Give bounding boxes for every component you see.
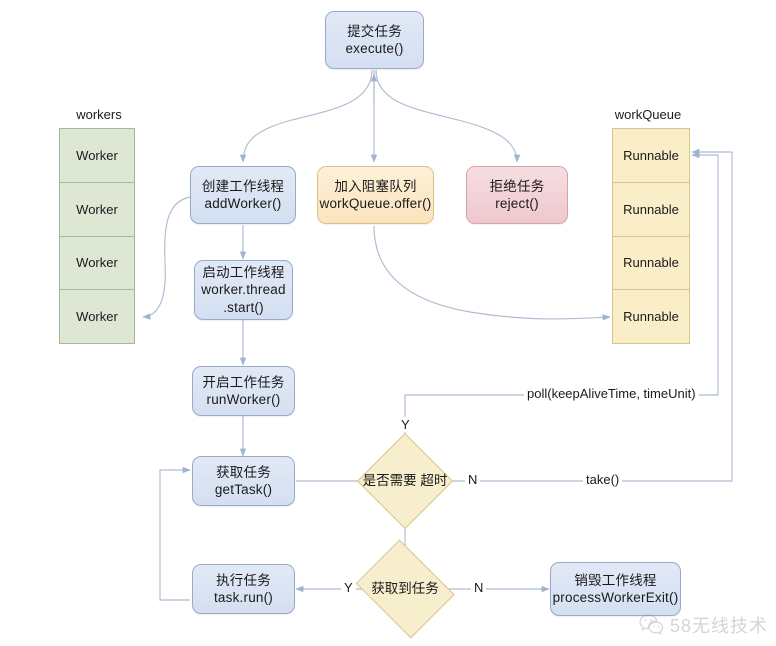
node-start-worker-thread-line2: worker.thread [201,282,286,298]
node-work-queue-offer[interactable]: 加入阻塞队列 workQueue.offer() [317,166,434,224]
node-task-run-line1: 执行任务 [216,572,271,588]
workers-cell[interactable]: Worker [60,181,134,236]
wechat-icon [639,614,665,636]
work-queue-cell[interactable]: Runnable [613,181,689,236]
node-reject-line2: reject() [495,196,539,211]
decision-need-timeout-line2: 超时 [420,473,448,489]
node-process-worker-exit-line1: 销毁工作线程 [574,572,657,588]
edge-label-poll: poll(keepAliveTime, timeUnit) [524,386,699,401]
node-add-worker-line1: 创建工作线程 [201,178,285,194]
work-queue-cell[interactable]: Runnable [613,289,689,343]
node-run-worker-line1: 开启工作任务 [202,374,285,390]
node-process-worker-exit-line2: processWorkerExit() [552,590,679,605]
decision-need-timeout-text: 是否需要 超时 [363,472,448,490]
watermark: 58无线技术 [639,612,768,638]
workers-title: workers [76,107,122,122]
workers-cell[interactable]: Worker [76,147,118,163]
edge-label-timeout-no: N [465,472,481,487]
decision-got-task[interactable]: 获取到任务 [350,539,460,639]
workers-cell[interactable]: Worker [60,235,134,290]
decision-got-task-text: 获取到任务 [371,580,439,598]
node-start-worker-thread-line3: .start() [223,299,264,315]
node-execute-line1: 提交任务 [347,23,402,39]
node-get-task-line1: 获取任务 [216,464,271,480]
edge-label-take: take() [583,472,623,487]
node-add-worker[interactable]: 创建工作线程 addWorker() [190,166,296,224]
node-get-task[interactable]: 获取任务 getTask() [192,456,295,506]
node-start-worker-thread[interactable]: 启动工作线程 worker.thread .start() [194,260,293,320]
node-start-worker-thread-line1: 启动工作线程 [202,265,285,281]
edge-label-got-task-yes: Y [341,580,356,595]
work-queue-cell[interactable]: Runnable [613,235,689,290]
node-add-worker-line2: addWorker() [204,196,282,211]
node-execute[interactable]: 提交任务 execute() [325,11,424,69]
workers-stack: Worker Worker Worker Worker [59,128,135,344]
node-process-worker-exit[interactable]: 销毁工作线程 processWorkerExit() [550,562,681,616]
work-queue-stack: Runnable Runnable Runnable Runnable [612,128,690,344]
node-execute-line2: execute() [345,41,404,56]
node-run-worker[interactable]: 开启工作任务 runWorker() [192,366,295,416]
edge-label-timeout-yes: Y [398,417,413,432]
node-task-run[interactable]: 执行任务 task.run() [192,564,295,614]
node-work-queue-offer-line1: 加入阻塞队列 [334,178,417,194]
work-queue-title: workQueue [614,107,682,122]
node-task-run-line2: task.run() [213,590,273,605]
node-reject[interactable]: 拒绝任务 reject() [466,166,568,224]
edge-label-got-task-no: N [471,580,487,595]
watermark-text: 58无线技术 [669,616,768,636]
workers-cell[interactable]: Worker [60,289,134,343]
decision-need-timeout[interactable]: 是否需要 超时 [357,433,453,529]
decision-need-timeout-line1: 是否需要 [362,473,417,489]
node-work-queue-offer-line2: workQueue.offer() [319,196,432,211]
node-run-worker-line2: runWorker() [206,392,281,407]
work-queue-cell[interactable]: Runnable [623,147,679,163]
node-reject-line1: 拒绝任务 [489,178,545,194]
node-get-task-line2: getTask() [214,482,273,497]
decision-got-task-line1: 获取到任务 [371,581,439,597]
